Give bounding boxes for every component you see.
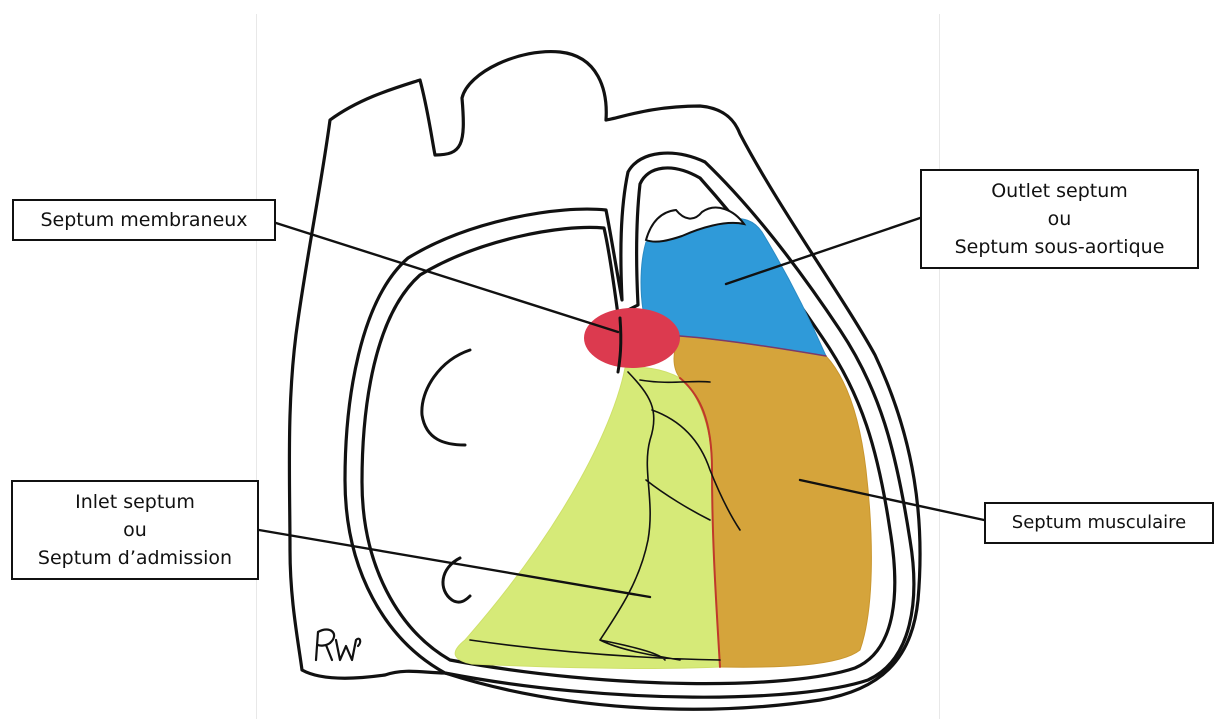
label-text-line2: ou [1048,205,1072,233]
label-septum-musculaire: Septum musculaire [984,502,1214,544]
label-text: Septum musculaire [1012,509,1186,537]
label-text-line1: Outlet septum [991,177,1128,205]
artist-signature [316,630,360,661]
tricuspid-valve-arc [422,350,470,445]
label-outlet-septum: Outlet septum ou Septum sous-aortique [920,169,1199,269]
label-text-line3: Septum sous-aortique [955,233,1165,261]
label-text: Septum membraneux [40,206,247,234]
label-septum-membraneux: Septum membraneux [12,199,276,241]
membranous-septum-region [584,308,680,368]
label-inlet-septum: Inlet septum ou Septum d’admission [11,480,259,580]
label-text-line3: Septum d’admission [38,544,232,572]
label-text-line2: ou [123,516,147,544]
label-text-line1: Inlet septum [75,488,195,516]
inlet-septum-region [455,367,720,668]
